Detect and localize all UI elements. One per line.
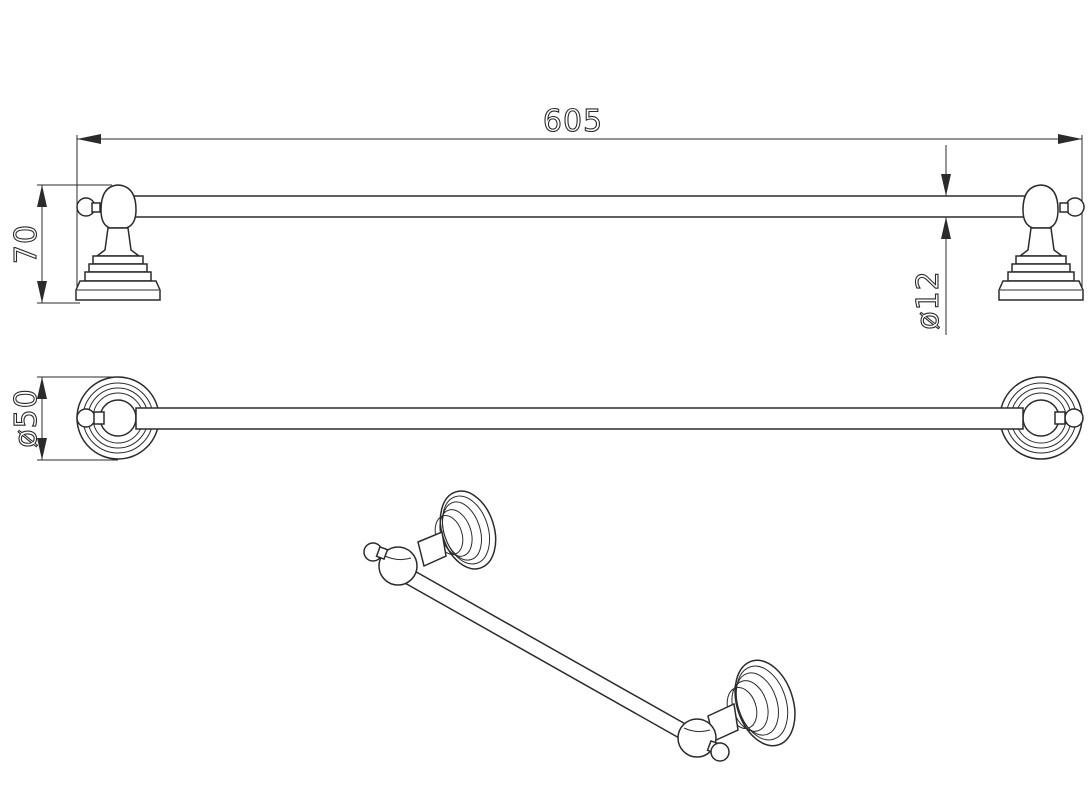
arrowhead-top	[37, 185, 47, 207]
right-rosette-top	[999, 376, 1084, 460]
arrowhead-bottom	[37, 281, 47, 303]
iso-bar	[395, 564, 697, 744]
bar-diameter-label: ø12	[911, 270, 946, 330]
towel-bar-top	[135, 407, 1024, 430]
arrowhead-top	[941, 174, 951, 196]
iso-upper-joint	[363, 542, 418, 586]
base-ring-2	[1011, 263, 1071, 273]
left-bracket-front	[75, 184, 161, 301]
bar-edge-lower	[395, 577, 689, 744]
ball-detail	[384, 555, 412, 561]
end-knob	[76, 408, 96, 428]
arrowhead-left	[77, 134, 101, 144]
ball-detail	[683, 727, 711, 733]
left-rosette-top	[76, 376, 160, 460]
end-knob	[1064, 408, 1084, 428]
height-label: 70	[9, 224, 44, 264]
base-diameter-dimension: ø50	[8, 376, 118, 461]
bar-edge-upper	[403, 564, 697, 731]
base-ring-3	[1007, 271, 1075, 282]
arrowhead-bottom	[37, 438, 47, 460]
mount-ring-2	[735, 672, 779, 736]
ball-joint	[100, 184, 137, 229]
knob-neck	[91, 202, 101, 213]
height-dimension: 70	[8, 184, 112, 304]
bar-diameter-dimension: ø12	[910, 145, 1000, 335]
knob-neck	[375, 545, 389, 561]
base-ring-1	[92, 255, 144, 265]
bar	[132, 195, 1027, 218]
front-view: 605 70 ø12	[8, 103, 1085, 335]
top-view: ø50	[8, 376, 1084, 461]
ball-joint	[378, 546, 418, 586]
rosette-center	[1022, 399, 1060, 437]
iso-upper-mount	[417, 490, 497, 570]
mount-post	[417, 530, 447, 568]
post	[1017, 227, 1065, 257]
ball-joint	[677, 718, 717, 758]
base-diameter-label: ø50	[9, 388, 44, 448]
post	[94, 227, 142, 257]
rosette-center	[99, 399, 137, 437]
mount-ring-2	[442, 501, 482, 561]
base-ring-1	[1015, 255, 1067, 265]
isometric-view	[363, 490, 796, 762]
ball-joint	[1022, 184, 1059, 229]
arrowhead-right	[1058, 134, 1082, 144]
knob-neck	[1054, 411, 1066, 425]
towel-bar-front	[132, 195, 1027, 218]
knob-neck	[93, 411, 105, 425]
length-label: 605	[543, 104, 603, 139]
iso-lower-mount	[707, 659, 796, 747]
arrowhead-top	[37, 377, 47, 399]
base-ring-3	[84, 271, 152, 282]
right-bracket-front	[998, 184, 1085, 301]
length-dimension: 605	[76, 103, 1083, 300]
mount-ring-1	[735, 665, 789, 741]
end-knob	[710, 742, 730, 762]
base-ring-2	[88, 263, 148, 273]
iso-lower-joint	[677, 718, 730, 762]
arrowhead-bottom	[941, 217, 951, 239]
knob-neck	[1059, 202, 1069, 213]
